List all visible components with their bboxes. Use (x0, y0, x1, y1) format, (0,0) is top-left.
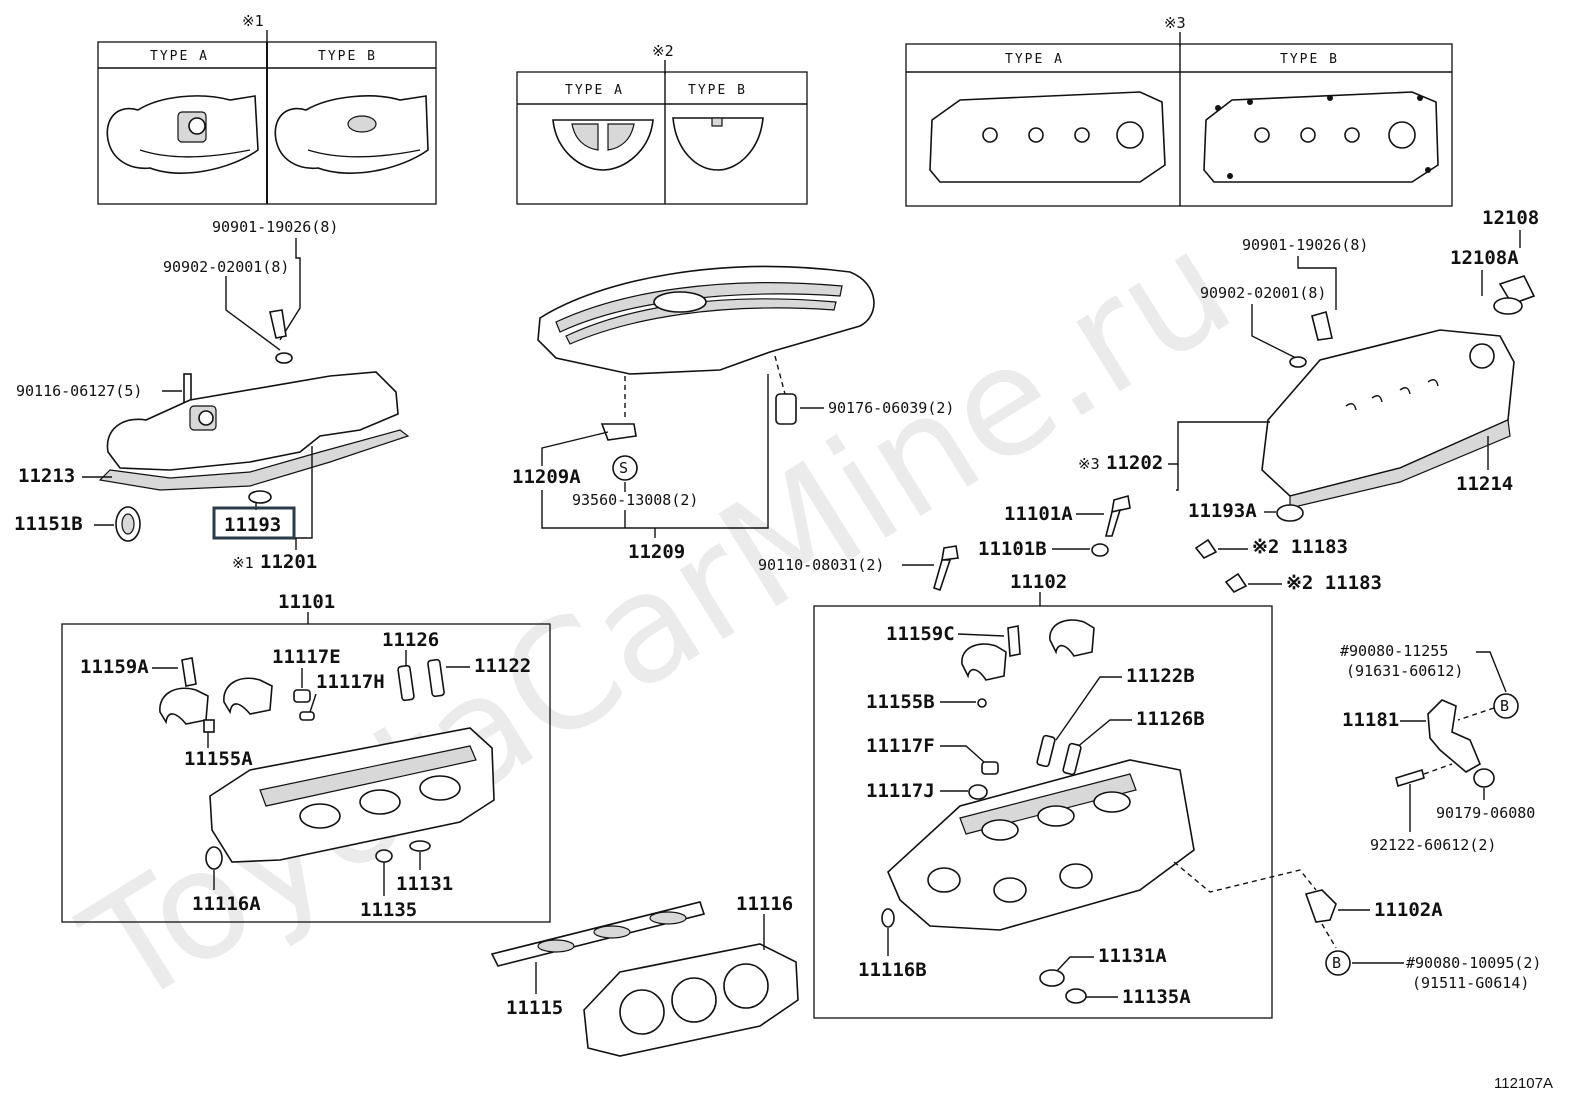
label-11117J: 11117J (866, 780, 935, 802)
inset2-type-b: TYPE B (688, 83, 747, 98)
label-11122: 11122 (474, 655, 531, 677)
inset1-type-a: TYPE A (150, 49, 209, 64)
label-s-marker: S (619, 459, 628, 477)
label-11126: 11126 (382, 629, 439, 651)
label-11193A: 11193A (1188, 500, 1257, 522)
inset1-type-b: TYPE B (318, 49, 377, 64)
label-11159C: 11159C (886, 623, 955, 645)
center-bolts-group: 11101A 11101B 90110-08031(2) (758, 494, 1131, 592)
label-91631-60612: (91631-60612) (1346, 662, 1463, 680)
label-11135A: 11135A (1122, 986, 1191, 1008)
label-11193: 11193 (224, 514, 281, 536)
label-11116: 11116 (736, 893, 793, 915)
label-90901-19026-right: 90901-19026(8) (1242, 236, 1368, 254)
engine-cover-group: 90176-06039(2) S 11209A 93560-13008(2) 1… (512, 265, 954, 563)
label-11209: 11209 (628, 541, 685, 563)
note-1-label: ※1 (242, 12, 264, 30)
label-90110-08031: 90110-08031(2) (758, 556, 884, 574)
label-93560-13008: 93560-13008(2) (572, 491, 698, 509)
label-11155A: 11155A (184, 748, 253, 770)
inset-note-3: ※3 TYPE A TYPE B (905, 14, 1453, 207)
label-11209A: 11209A (512, 466, 581, 488)
label-12108: 12108 (1482, 207, 1539, 229)
label-90080-10095: #90080-10095(2) (1406, 954, 1541, 972)
label-90902-02001-left: 90902-02001(8) (163, 258, 289, 276)
label-11122B: 11122B (1126, 665, 1195, 687)
label-90116-06127: 90116-06127(5) (16, 382, 142, 400)
inset-note-1: ※1 TYPE A TYPE B (97, 12, 437, 205)
sensor-icon (1304, 889, 1337, 923)
label-11115: 11115 (506, 997, 563, 1019)
left-head-cover-group: 90901-19026(8) 90902-02001(8) 90116-0612… (14, 218, 410, 573)
label-90179-06080: 90179-06080 (1436, 804, 1535, 822)
bolt-icon (269, 309, 287, 339)
label-11101B: 11101B (978, 538, 1047, 560)
label-90902-02001-right: 90902-02001(8) (1200, 284, 1326, 302)
label-11183-a: ※2 11183 (1252, 536, 1348, 558)
label-11126B: 11126B (1136, 708, 1205, 730)
label-11202-prefix: ※3 (1078, 455, 1100, 473)
right-bracket-group: #90080-11255 (91631-60612) B 11181 90179… (1304, 642, 1541, 992)
figure-code: 112107A (1494, 1075, 1553, 1092)
label-11151B: 11151B (14, 513, 83, 535)
label-11183-b: ※2 11183 (1286, 572, 1382, 594)
label-11101A: 11101A (1004, 503, 1073, 525)
label-11181: 11181 (1342, 709, 1399, 731)
inset2-type-a: TYPE A (565, 83, 624, 98)
label-90176-06039: 90176-06039(2) (828, 399, 954, 417)
label-11131A: 11131A (1098, 945, 1167, 967)
label-11116B: 11116B (858, 959, 927, 981)
label-b-marker-top: B (1500, 697, 1509, 715)
label-11116A: 11116A (192, 893, 261, 915)
label-90080-11255: #90080-11255 (1340, 642, 1448, 660)
label-11214: 11214 (1456, 473, 1513, 495)
label-11102A: 11102A (1374, 899, 1443, 921)
label-11201-prefix: ※1 (232, 554, 254, 572)
label-11101: 11101 (278, 591, 335, 613)
right-head-cover-group: 90901-19026(8) 90902-02001(8) 12108 1210… (1078, 207, 1539, 594)
inset3-type-a: TYPE A (1005, 52, 1064, 67)
label-11213: 11213 (18, 465, 75, 487)
note-2-label: ※2 (652, 42, 674, 60)
inset-note-2: ※2 TYPE A TYPE B (516, 42, 808, 205)
highlight-box-11193 (212, 506, 296, 540)
label-11117E: 11117E (272, 646, 341, 668)
label-b-marker-bottom: B (1332, 954, 1341, 972)
note-3-label: ※3 (1164, 14, 1186, 32)
label-11117H: 11117H (316, 671, 385, 693)
label-11131: 11131 (396, 873, 453, 895)
label-91511-g0614: (91511-G0614) (1412, 974, 1529, 992)
gaskets-group: 11115 11116 (490, 893, 799, 1057)
head-cover-right (1261, 329, 1515, 497)
left-cylinder-head-box: 11101 11159A 11155A 11117E 11117H 11126 … (61, 591, 551, 923)
label-12108A: 12108A (1450, 247, 1519, 269)
head-cover-left (106, 371, 399, 471)
label-11201: 11201 (260, 551, 317, 573)
label-11102: 11102 (1010, 571, 1067, 593)
right-cylinder-head-box: 11102 11159C 11155B 11122B 11126B 11117F… (813, 571, 1317, 1019)
label-11117F: 11117F (866, 735, 935, 757)
inset3-type-b: TYPE B (1280, 52, 1339, 67)
label-11155B: 11155B (866, 691, 935, 713)
label-92122-60612: 92122-60612(2) (1370, 836, 1496, 854)
label-11159A: 11159A (80, 656, 149, 678)
label-11135: 11135 (360, 899, 417, 921)
label-11202: 11202 (1106, 452, 1163, 474)
label-90901-19026-left: 90901-19026(8) (212, 218, 338, 236)
